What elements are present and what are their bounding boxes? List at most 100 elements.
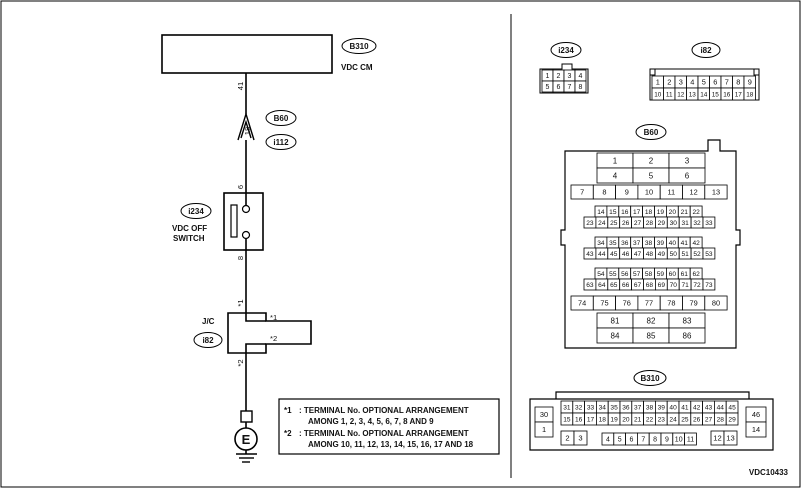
- b310-pin-number: 27: [705, 416, 713, 423]
- i82-pin-cell: [743, 87, 756, 101]
- note1-line2: AMONG 1, 2, 3, 4, 5, 6, 7, 8 AND 9: [308, 417, 434, 426]
- ground-terminal: [240, 410, 253, 423]
- b60-pin-number: 42: [692, 240, 700, 247]
- i234-pin-number: 8: [579, 84, 583, 91]
- b60-pin-cell: [702, 216, 716, 229]
- ground-symbol: E: [242, 432, 251, 447]
- b60-pin-number: 18: [645, 209, 653, 216]
- i82-pin-number: 16: [723, 91, 731, 98]
- b60-pin-number: 32: [693, 220, 701, 227]
- b60-pin-number: 17: [633, 209, 641, 216]
- b60-pin-number: 63: [586, 282, 594, 289]
- b60-pin-number: 14: [597, 209, 605, 216]
- figure-id: VDC10433: [749, 468, 789, 477]
- b60-tag-oval: [265, 110, 297, 126]
- b60-pin-number: 62: [692, 271, 700, 278]
- i82-pin-number: 8: [736, 78, 740, 87]
- jc-right-top: *1: [270, 313, 277, 322]
- b310-pin-number: 30: [540, 410, 548, 419]
- b60-pin-number: 84: [611, 331, 620, 340]
- b310-face-tag: B310: [640, 374, 660, 383]
- b310-pin-number: 7: [641, 437, 645, 444]
- b60-pin-number: 46: [622, 251, 630, 258]
- b60-pin-number: 12: [690, 188, 698, 197]
- b310-pin-number: 36: [622, 404, 630, 411]
- b310-pin-cell: [534, 421, 554, 438]
- b310-pin-number: 13: [726, 434, 734, 443]
- b60-tag: B60: [274, 114, 289, 123]
- i82-pin-number: 3: [679, 78, 683, 87]
- vdc-cm-tag-oval: [341, 38, 377, 54]
- switch-label-line2: SWITCH: [173, 234, 205, 243]
- b60-pin-number: 57: [633, 271, 641, 278]
- b310-pin-number: 38: [646, 404, 654, 411]
- switch-actuator: [230, 204, 238, 238]
- i82-pin-number: 1: [656, 78, 660, 87]
- b310-pin-number: 44: [717, 404, 725, 411]
- b60-pin-number: 58: [645, 271, 653, 278]
- b60-pin-number: 5: [649, 171, 654, 180]
- b60-pin-number: 59: [657, 271, 665, 278]
- switch-pin-bottom: 8: [236, 256, 245, 260]
- b60-pin-number: 36: [621, 240, 629, 247]
- b310-face-tag-oval: [633, 370, 667, 386]
- b310-pin-cell: [745, 421, 767, 438]
- b60-pin-number: 1: [613, 156, 618, 165]
- b310-pin-cell: [684, 432, 697, 446]
- b60-pin-number: 79: [690, 299, 698, 308]
- i82-face-tag: i82: [700, 46, 712, 55]
- b310-pin-number: 25: [681, 416, 689, 423]
- joint-connector-bus: [245, 313, 266, 353]
- b310-pin-number: 10: [675, 437, 683, 444]
- jc-right-bottom: *2: [270, 334, 277, 343]
- b60-pin-number: 28: [646, 220, 654, 227]
- b60-pin-number: 26: [622, 220, 630, 227]
- b60-pin-number: 49: [658, 251, 666, 258]
- switch-label-line1: VDC OFF: [172, 224, 207, 233]
- i234-pin-number: 3: [568, 73, 572, 80]
- b60-pin-number: 29: [658, 220, 666, 227]
- b60-pin-number: 66: [622, 282, 630, 289]
- note1-line1: : TERMINAL No. OPTIONAL ARRANGEMENT: [299, 406, 469, 415]
- i234-pin-number: 4: [579, 73, 583, 80]
- b60-pin-number: 48: [646, 251, 654, 258]
- i234-pin-number: 7: [568, 84, 572, 91]
- b60-pin-number: 86: [683, 331, 692, 340]
- b310-pin-number: 22: [646, 416, 654, 423]
- notes-box: [278, 398, 500, 455]
- switch-contact-bottom: [241, 230, 251, 240]
- b60-face-tag-oval: [635, 124, 667, 140]
- b310-pin-number: 15: [563, 416, 571, 423]
- note2-line2: AMONG 10, 11, 12, 13, 14, 15, 16, 17 AND…: [308, 440, 474, 449]
- b60-pin-number: 40: [669, 240, 677, 247]
- i82-pin-number: 10: [654, 91, 662, 98]
- b60-pin-number: 35: [609, 240, 617, 247]
- b310-pin-number: 29: [728, 416, 736, 423]
- vdc-cm-terminal: 41: [236, 82, 245, 90]
- b60-pin-number: 9: [625, 188, 629, 197]
- b60-pin-number: 2: [649, 156, 654, 165]
- b310-pin-number: 32: [575, 404, 583, 411]
- b60-pin-number: 74: [578, 299, 586, 308]
- b60-pin-number: 68: [646, 282, 654, 289]
- b60-pin-number: 82: [647, 316, 656, 325]
- i82-pin-number: 18: [746, 91, 754, 98]
- b60-pin-number: 43: [586, 251, 594, 258]
- b60-pin-number: 85: [647, 331, 656, 340]
- b60-pin-number: 53: [705, 251, 713, 258]
- b60-pin-number: 13: [712, 188, 720, 197]
- i112-tag: i112: [273, 138, 289, 147]
- b60-pin-cell: [704, 184, 728, 200]
- b60-pin-number: 37: [633, 240, 641, 247]
- jc-tag-oval: [193, 332, 223, 348]
- b310-pin-number: 24: [669, 416, 677, 423]
- b60-pin-number: 34: [597, 240, 605, 247]
- b60-pin-number: 75: [600, 299, 608, 308]
- b60-pin-number: 41: [681, 240, 689, 247]
- b310-pin-number: 16: [575, 416, 583, 423]
- b60-pin-number: 71: [681, 282, 689, 289]
- b60-pin-cell: [668, 167, 706, 184]
- b60-pin-number: 44: [598, 251, 606, 258]
- b60-pin-number: 83: [683, 316, 692, 325]
- b60-pin-number: 76: [623, 299, 631, 308]
